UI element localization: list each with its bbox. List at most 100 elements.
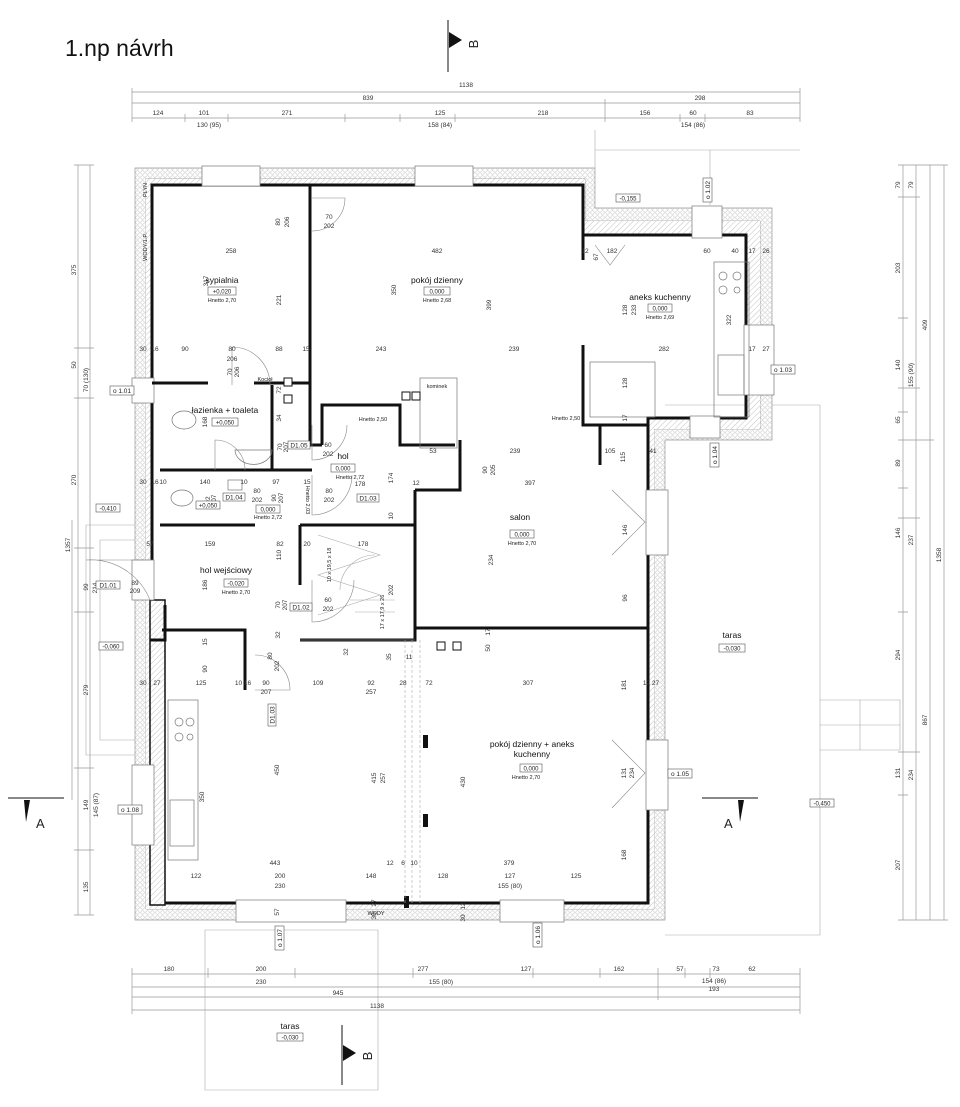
dimension-label: 90 — [482, 466, 489, 474]
dimension-label: 146 — [622, 524, 629, 535]
dimension-label: 307 — [523, 680, 534, 687]
interior-walls — [152, 185, 648, 690]
dimension-label: 92 — [367, 680, 375, 687]
window-tags: o 1.01 o 1.02 o 1.03 o 1.04 o 1.05 o 1.0… — [109, 177, 796, 951]
room-level: 0,000 — [429, 290, 445, 296]
dimension-label: 1138 — [459, 82, 473, 89]
dimension-label: 57 — [676, 966, 684, 973]
room-name: aneks kuchenny — [629, 292, 691, 302]
room-level: -0,020 — [227, 582, 245, 588]
door-tag: D1.03 — [359, 496, 377, 503]
dimension-label: 16 — [151, 479, 159, 486]
dimension-label: 127 — [521, 966, 532, 973]
section-mark-a-left: A — [8, 797, 64, 831]
dimension-label: 82 — [276, 541, 284, 548]
dimension-label: 200 — [275, 873, 286, 880]
dimension-label: 867 — [922, 714, 929, 725]
dimension-label: 67 — [593, 253, 600, 261]
section-mark-b-top: B — [447, 20, 481, 72]
dimension-label: 155 (80) — [429, 979, 453, 986]
stairs-lower-label: 17 x 17,9 x 26 — [380, 595, 386, 630]
hnetto-label: Hnetto 2,50 — [552, 416, 580, 422]
room-pokoj-dzienny: pokój dzienny 0,000 Hnetto 2,68 — [411, 275, 464, 304]
dimension-label: 221 — [276, 294, 283, 305]
dimension-label: 127 — [505, 873, 516, 880]
dimension-label: 257 — [380, 772, 387, 783]
dimension-label: 206 — [227, 356, 238, 363]
dimension-label: 155 (90) — [908, 363, 915, 387]
dimension-label: 180 — [164, 966, 175, 973]
door-width: 89 — [131, 580, 139, 587]
dimension-label: 482 — [432, 248, 443, 255]
dimension-label: 298 — [695, 95, 706, 102]
dimension-label: 148 — [366, 873, 377, 880]
dimension-label: 125 — [196, 680, 207, 687]
level-box — [276, 1032, 304, 1042]
window-tag: o 1.05 — [671, 771, 689, 778]
dimension-label: 70 — [227, 368, 234, 376]
dimension-label: 158 (84) — [428, 122, 452, 129]
dimension-label: 202 — [324, 223, 335, 230]
dimension-label: 207 — [261, 689, 272, 696]
dimension-label: 154 (86) — [702, 978, 726, 985]
room-pokoj-dzienny-aneks: pokój dzienny + aneks kuchenny 0,000 Hne… — [490, 739, 574, 781]
dimension-label: 239 — [509, 346, 520, 353]
dimension-label: 32 — [275, 631, 282, 639]
dimension-label: 128 — [622, 304, 629, 315]
dimension-label: 88 — [275, 346, 283, 353]
level-box — [509, 529, 535, 539]
dimension-label: 70 (130) — [83, 368, 90, 392]
elevation-label: -0,410 — [99, 507, 117, 513]
dimension-label: 90 — [262, 680, 270, 687]
dimension-label: 90 — [181, 346, 189, 353]
dimension-label: 258 — [226, 248, 237, 255]
room-name: taras — [723, 630, 742, 640]
dimension-label: 156 — [640, 110, 651, 117]
dimension-label: 131 — [895, 767, 902, 778]
dimension-label: 90 — [202, 665, 209, 673]
elevation-label: -0,450 — [813, 802, 831, 808]
door-tag: D1.02 — [292, 605, 310, 612]
dimension-label: 32 — [343, 648, 350, 656]
dimension-label: 168 — [202, 416, 209, 427]
section-label: B — [466, 40, 481, 49]
dimension-label: 83 — [746, 110, 754, 117]
dimension-label: 1138 — [370, 1003, 384, 1010]
boiler-label: Kocioł — [258, 377, 274, 383]
room-level: 0,000 — [523, 767, 539, 773]
dimension-label: 214 — [92, 582, 99, 593]
hnetto-label: Hnetto 2,50 — [359, 417, 387, 423]
dimension-label: 10 16 — [235, 680, 252, 687]
dimension-label: 41 — [649, 448, 657, 455]
dimension-label: 207 — [278, 492, 285, 503]
dimension-label: 101 — [199, 110, 210, 117]
terrace-outlines — [85, 130, 901, 1091]
dimension-label: 168 — [621, 849, 628, 860]
section-label: B — [360, 1052, 375, 1061]
dimension-label: 60 — [324, 442, 332, 449]
windows — [131, 165, 775, 923]
dimension-label: 60 — [703, 248, 711, 255]
dimension-label: 140 — [200, 479, 211, 486]
dimension-label: 443 — [270, 860, 281, 867]
room-height: Hnetto 2,68 — [423, 298, 451, 304]
room-level: 0,000 — [514, 533, 530, 539]
dimension-label: 60 — [689, 110, 697, 117]
dimension-label: 12 — [386, 860, 394, 867]
dimension-label: 125 — [435, 110, 446, 117]
room-level: 0,000 — [652, 307, 668, 313]
window-tag: o 1.08 — [121, 807, 139, 814]
dimension-label: 206 — [284, 216, 291, 227]
dimension-label: 17 — [622, 414, 629, 422]
gas-label: PLYN — [143, 183, 149, 197]
room-taras-south: taras -0,030 — [276, 1021, 304, 1042]
dimension-label: 145 (87) — [93, 793, 100, 817]
dimension-label: 322 — [726, 314, 733, 325]
window-tag: o 1.06 — [535, 926, 542, 944]
dimension-label: 70 — [277, 443, 284, 451]
room-name: łazienka + toaleta — [192, 405, 259, 415]
room-height: Hnetto 2,70 — [508, 541, 536, 547]
dimension-label: 90 — [271, 494, 278, 502]
stairs-upper-label: 10 x 19,5 x 18 — [327, 548, 333, 583]
window-tag: o 1.02 — [705, 181, 712, 199]
